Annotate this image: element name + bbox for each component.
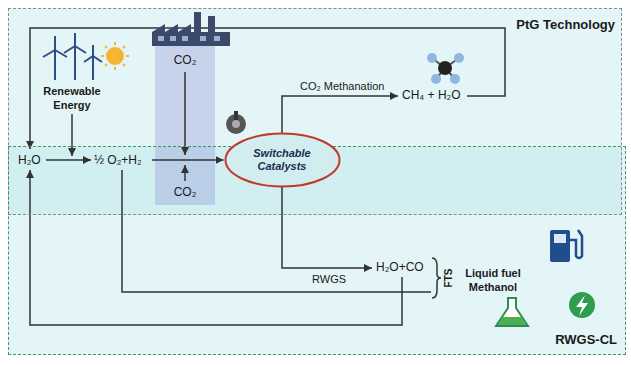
- fuel-pump-icon: [550, 230, 570, 262]
- feed-label: CO₂: [174, 185, 197, 199]
- species-label: H₂O+CO: [376, 260, 424, 274]
- sun-icon: [105, 46, 107, 48]
- species-label: ½ O₂+H₂: [94, 153, 142, 167]
- molecule-icon: [427, 53, 437, 63]
- sun-icon: [123, 64, 125, 66]
- factory-icon: [170, 36, 176, 41]
- wind-turbine-icon: [54, 36, 56, 50]
- wind-turbine-icon: [54, 50, 56, 80]
- factory-icon: [152, 24, 230, 46]
- sun-icon: [106, 47, 124, 65]
- co2-band-fill: [155, 45, 215, 205]
- co2-feed-band: CO₂ CO₂: [155, 45, 215, 205]
- process-label: FTS: [442, 269, 456, 288]
- flow-line: [152, 159, 215, 161]
- region-title: PtG Technology: [516, 17, 615, 33]
- sun-icon: [101, 55, 104, 57]
- flow-line: [71, 114, 73, 156]
- region-title: RWGS-CL: [555, 332, 617, 348]
- factory-icon: [152, 12, 230, 46]
- molecule-icon: [454, 53, 464, 63]
- electricity-icon: [569, 292, 595, 318]
- catalyst-name: Switchable Catalysts: [245, 147, 319, 173]
- wind-turbine-icon: [92, 56, 94, 80]
- flow-line: [30, 28, 505, 149]
- flask-icon: [496, 298, 528, 326]
- flow-line: [46, 159, 91, 161]
- fuel-pump-icon: [554, 234, 566, 243]
- switch-knob-icon: [226, 111, 246, 134]
- factory-icon: [214, 36, 220, 41]
- molecule-icon: [438, 61, 452, 75]
- flow-line: [184, 165, 186, 181]
- sun-icon: [114, 42, 116, 45]
- sun-icon: [126, 55, 129, 57]
- sun-icon: [105, 64, 107, 66]
- sun-icon: [123, 46, 125, 48]
- catalyst-ellipse: Switchable Catalysts: [224, 132, 341, 188]
- fuel-pump-icon: [550, 230, 582, 262]
- switch-knob-icon: [234, 111, 238, 120]
- process-label: RWGS: [312, 272, 346, 286]
- factory-icon: [200, 36, 206, 41]
- molecule-icon: [450, 74, 460, 84]
- wind-turbine-icon: [92, 45, 94, 56]
- wind-turbine-icon: [55, 50, 67, 57]
- catalyst-outline: [225, 134, 339, 187]
- factory-icon: [208, 16, 215, 32]
- wind-turbine-icon: [93, 56, 102, 62]
- wind-turbine-icon: [74, 46, 76, 80]
- flow-line: [432, 258, 441, 298]
- flask-icon: [497, 317, 527, 325]
- sun-icon: [101, 42, 129, 70]
- species-label: H₂O: [18, 153, 41, 167]
- factory-icon: [158, 36, 164, 41]
- sun-icon: [114, 67, 116, 70]
- electricity-icon: [576, 295, 588, 316]
- factory-icon: [194, 12, 201, 32]
- factory-icon: [182, 36, 188, 41]
- wind-turbine-icon: [84, 56, 93, 62]
- feed-label: CO₂: [174, 53, 197, 67]
- fuel-pump-icon: [570, 230, 582, 258]
- species-label: CH₄ + H₂O: [402, 88, 461, 102]
- flask-icon: [496, 298, 528, 326]
- molecule-icon: [431, 74, 441, 84]
- wind-turbine-icon: [43, 50, 55, 57]
- switch-knob-icon: [232, 120, 240, 128]
- electricity-icon: [569, 292, 595, 318]
- flow-line: [30, 28, 505, 325]
- flow-line: [122, 170, 431, 292]
- region-band: PtG Technology: [8, 8, 622, 215]
- flow-line: [184, 72, 186, 155]
- wind-turbine-icon: [74, 33, 76, 46]
- wind-turbine-icon: [43, 33, 102, 80]
- wind-turbine-icon: [75, 46, 86, 53]
- flow-line: [30, 170, 402, 325]
- product-label: Liquid fuel Methanol: [458, 266, 528, 294]
- sun-icon: [101, 42, 129, 70]
- wind-turbine-icon: [64, 46, 75, 53]
- flow-arrow: [215, 159, 224, 161]
- energy-label: Renewable Energy: [41, 84, 103, 112]
- molecule-icon: [427, 53, 464, 84]
- process-label: CO₂ Methanation: [300, 79, 384, 93]
